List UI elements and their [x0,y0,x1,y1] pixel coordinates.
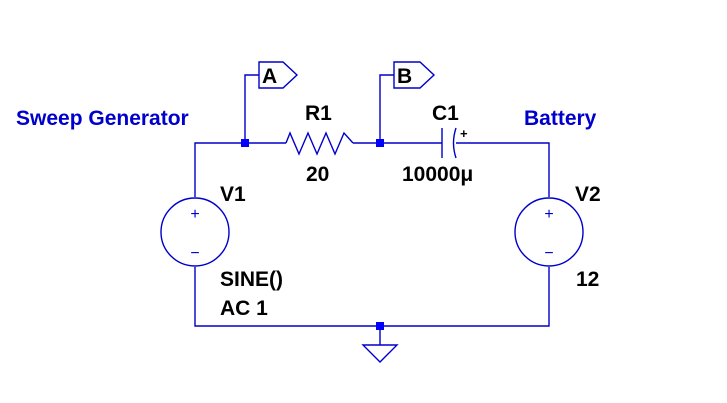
v2-value[interactable]: 12 [576,268,599,291]
node-b-dot[interactable] [376,139,384,147]
wire-node-b-flag[interactable] [379,74,394,143]
c1-value[interactable]: 10000μ [402,163,473,186]
node-a-dot[interactable] [241,139,249,147]
c1-name[interactable]: C1 [432,102,459,125]
r1-value[interactable]: 20 [306,163,329,186]
resistor-icon[interactable] [285,131,354,156]
c1-polarity: + [460,126,468,141]
wires [194,74,550,345]
comment-sweep-generator[interactable]: Sweep Generator [16,107,189,130]
wire-node-a-flag[interactable] [244,74,259,143]
v2-minus: − [544,245,553,262]
voltage-source-icon[interactable]: + − [160,197,230,267]
v2-name[interactable]: V2 [575,183,601,206]
wire-v1-bottom[interactable] [194,267,550,327]
wire-v1-top[interactable] [194,142,286,197]
v1-plus: + [190,206,199,223]
v1-minus: − [190,245,199,262]
v2-plus: + [544,206,553,223]
node-ground-dot[interactable] [376,322,384,330]
v1-function[interactable]: SINE() [220,268,283,291]
net-flag-icon[interactable]: A [258,61,299,89]
net-label-b: B [397,65,412,88]
net-label-a: A [262,65,277,88]
voltage-source-icon[interactable]: + − [514,197,584,267]
ground-icon[interactable] [361,344,399,363]
v1-ac[interactable]: AC 1 [220,297,268,320]
comment-battery[interactable]: Battery [524,107,597,130]
net-flag-icon[interactable]: B [393,61,436,89]
r1-name[interactable]: R1 [305,102,332,125]
v1-name[interactable]: V1 [220,183,246,206]
capacitor-icon[interactable] [441,127,457,159]
wire-c1-v2[interactable] [456,142,550,197]
